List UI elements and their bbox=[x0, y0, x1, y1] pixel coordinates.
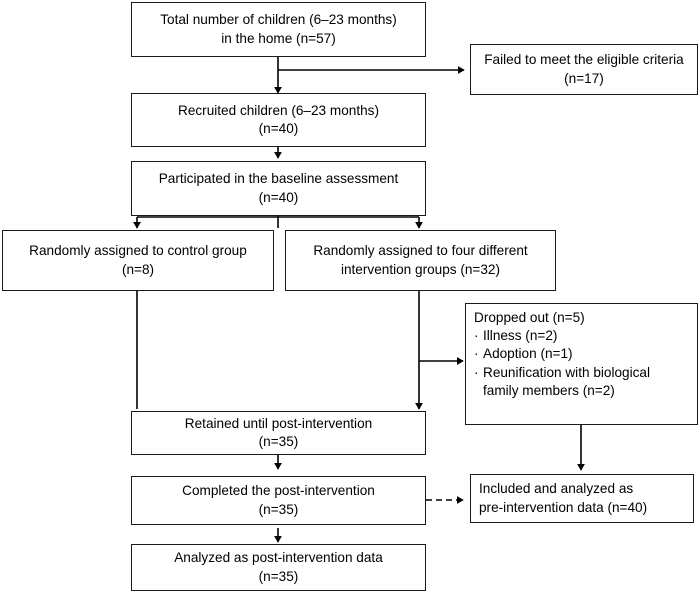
node-recruited-children[interactable]: Recruited children (6‒23 months) (n=40) bbox=[131, 93, 426, 147]
node-intervention-groups-line1: Randomly assigned to four different bbox=[313, 243, 528, 259]
node-dropped-out-bullet-adoption-text: Adoption (n=1) bbox=[483, 346, 573, 362]
node-analyzed-postintervention[interactable]: Analyzed as post-intervention data (n=35… bbox=[131, 544, 426, 591]
bullet-dot-icon: · bbox=[474, 328, 479, 344]
node-dropped-out-bullet-adoption: ·Adoption (n=1) bbox=[474, 345, 573, 363]
bullet-dot-icon: · bbox=[474, 364, 479, 380]
node-recruited-children-line1: Recruited children (6‒23 months) bbox=[178, 102, 379, 118]
node-completed-line2: (n=35) bbox=[258, 501, 299, 517]
node-total-children-line1: Total number of children (6‒23 months) bbox=[160, 12, 397, 28]
bullet-dot-icon: · bbox=[474, 346, 479, 362]
node-analyzed-postintervention-line2: (n=35) bbox=[258, 568, 299, 584]
node-recruited-children-line2: (n=40) bbox=[258, 121, 299, 136]
node-control-group-line1: Randomly assigned to control group bbox=[29, 243, 247, 259]
node-failed-criteria-line1: Failed to meet the eligible criteria bbox=[484, 52, 684, 68]
node-intervention-groups-line2: intervention groups (n=32) bbox=[340, 261, 501, 277]
node-included-preintervention-line1: Included and analyzed as bbox=[479, 481, 634, 497]
node-completed-line1: Completed the post-intervention bbox=[182, 483, 375, 499]
node-analyzed-postintervention-line1: Analyzed as post-intervention data bbox=[174, 550, 383, 566]
node-baseline-assessment[interactable]: Participated in the baseline assessment … bbox=[131, 161, 426, 216]
node-retained-line1: Retained until post-intervention bbox=[184, 415, 373, 431]
node-retained[interactable]: Retained until post-intervention (n=35) bbox=[131, 411, 426, 455]
node-dropped-out-bullet-reunification: ·Reunification with biological bbox=[474, 364, 650, 382]
node-included-preintervention[interactable]: Included and analyzed as pre-interventio… bbox=[470, 474, 694, 523]
node-retained-line2: (n=35) bbox=[258, 434, 299, 449]
node-dropped-out-bullet-reunification-cont: family members (n=2) bbox=[483, 382, 615, 398]
node-intervention-groups[interactable]: Randomly assigned to four different inte… bbox=[285, 230, 556, 291]
node-included-preintervention-line2: pre-intervention data (n=40) bbox=[479, 499, 648, 515]
node-dropped-out-bullet-illness: ·Illness (n=2) bbox=[474, 327, 557, 345]
node-dropped-out-bullet-reunification-text: Reunification with biological bbox=[483, 364, 650, 380]
node-dropped-out-bullet-illness-text: Illness (n=2) bbox=[483, 328, 558, 344]
node-total-children-line2: in the home (n=57) bbox=[221, 30, 336, 46]
node-failed-criteria-line2: (n=17) bbox=[564, 70, 604, 86]
node-failed-criteria[interactable]: Failed to meet the eligible criteria (n=… bbox=[470, 44, 698, 95]
node-total-children[interactable]: Total number of children (6‒23 months) i… bbox=[131, 2, 426, 57]
node-control-group-line2: (n=8) bbox=[121, 261, 155, 277]
node-control-group[interactable]: Randomly assigned to control group (n=8) bbox=[2, 230, 274, 291]
node-completed[interactable]: Completed the post-intervention (n=35) bbox=[131, 476, 426, 525]
node-dropped-out[interactable]: Dropped out (n=5) ·Illness (n=2) ·Adopti… bbox=[465, 303, 698, 425]
node-baseline-assessment-line1: Participated in the baseline assessment bbox=[158, 171, 399, 187]
node-baseline-assessment-line2: (n=40) bbox=[258, 189, 299, 205]
node-dropped-out-heading: Dropped out (n=5) bbox=[474, 310, 585, 325]
